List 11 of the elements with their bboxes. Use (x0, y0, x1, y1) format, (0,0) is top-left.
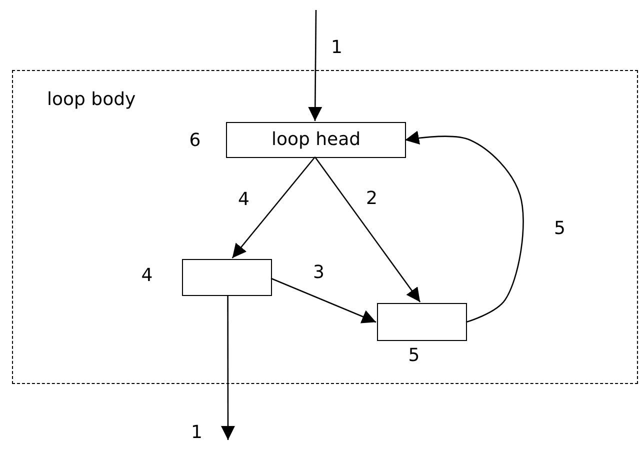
node-label: loop head (271, 131, 361, 149)
node-count: 6 (189, 132, 201, 150)
arrow (308, 10, 322, 121)
arrow (314, 156, 421, 302)
node-count: 5 (408, 347, 420, 365)
arrow (270, 278, 376, 324)
arrow (232, 156, 316, 258)
region-title: loop body (47, 91, 136, 109)
arrow (220, 295, 235, 440)
node-count: 4 (141, 267, 153, 285)
arrow (404, 130, 524, 323)
